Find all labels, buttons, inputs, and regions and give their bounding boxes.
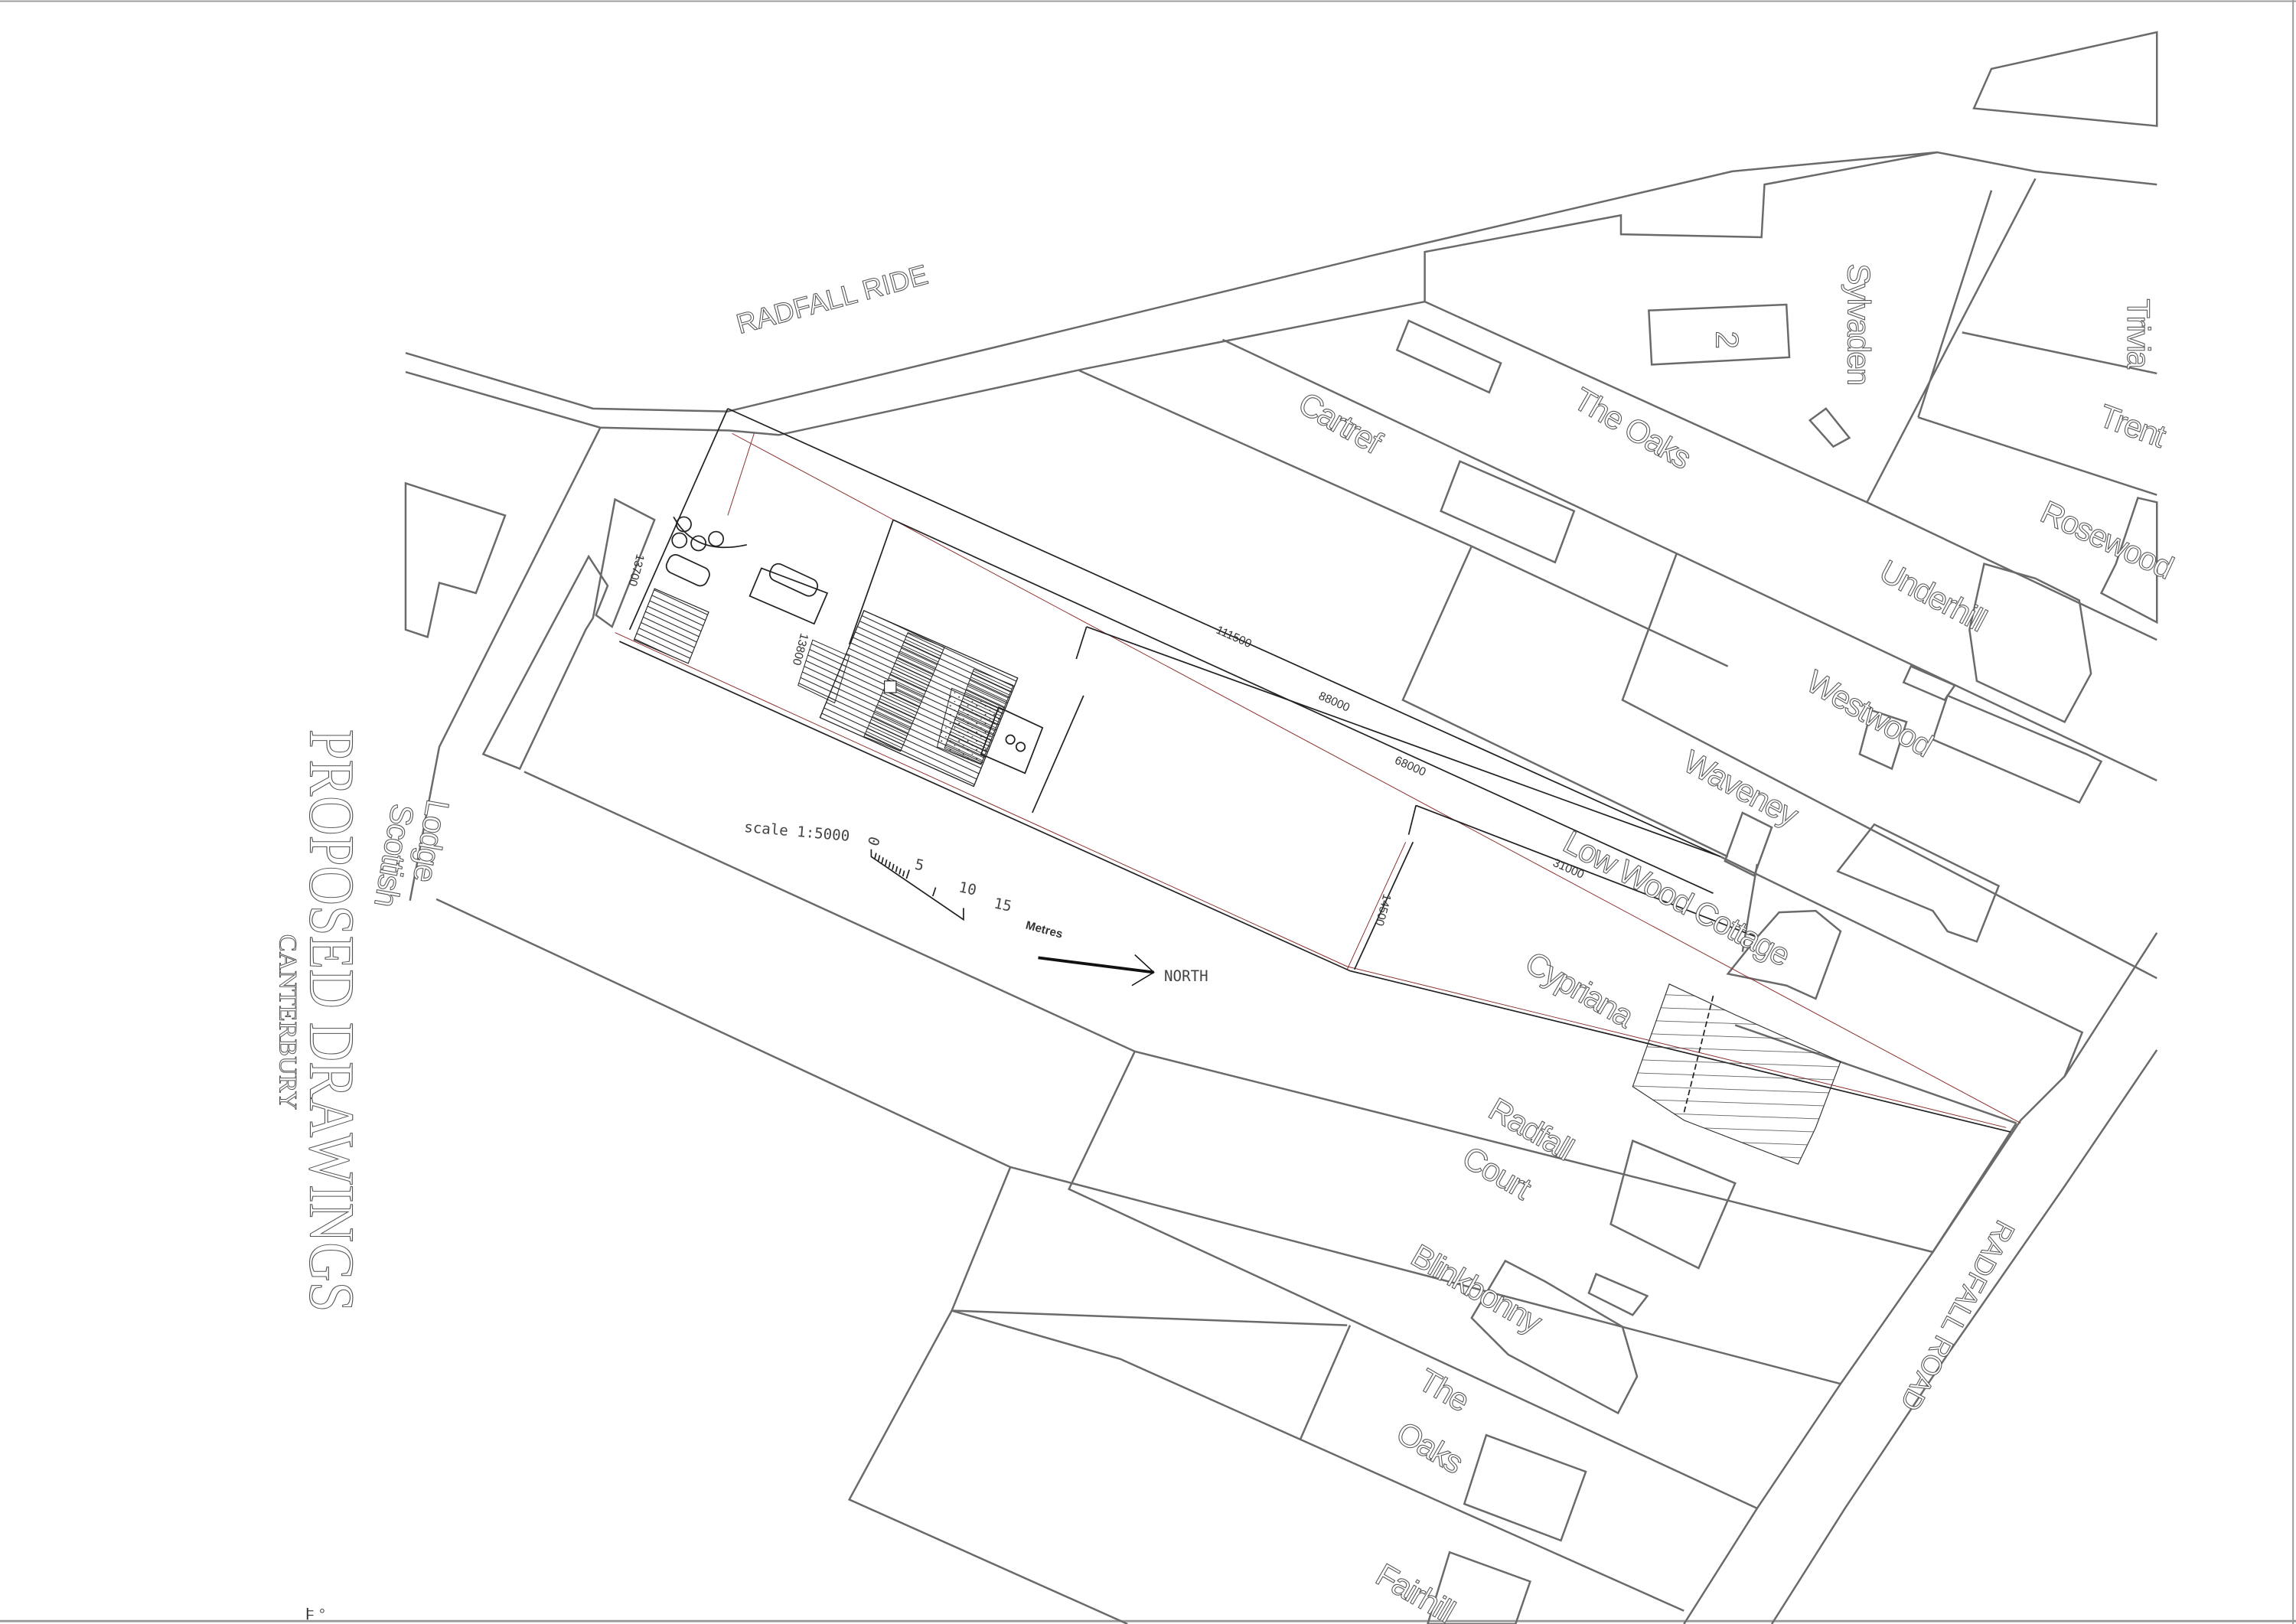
dimension-label: 88000	[1316, 690, 1352, 715]
north-label: NORTH	[1164, 967, 1208, 985]
scale-minor-tick	[874, 853, 877, 859]
drawing-location: CANTERBURY	[273, 934, 301, 1110]
property-label: The Oaks	[1567, 380, 1697, 476]
table-icon	[1015, 742, 1026, 752]
building-2	[1648, 303, 1791, 366]
scale-minor-tick	[881, 857, 884, 864]
site-boundary	[615, 408, 2021, 1133]
tree-icon	[676, 516, 692, 533]
patio-area	[936, 687, 1004, 765]
road-label-radfall-ride: RADFALL RIDE	[733, 259, 931, 340]
scale-bar: 0 5 10 15 Metres scale 1:5000	[744, 818, 1065, 941]
scale-unit: Metres	[1024, 919, 1064, 941]
property-label: Low Wood Cottage	[1557, 823, 1795, 973]
property-label: Sylvaden	[1841, 263, 1877, 384]
radfall-ride-road-lines	[405, 31, 2158, 436]
car-icon	[665, 554, 710, 587]
proposed-site-layout	[633, 516, 1841, 1165]
dimension-label: 111500	[1214, 624, 1253, 651]
car-icon	[768, 563, 819, 597]
hatched-area	[1632, 983, 1841, 1165]
property-label: Trent	[2095, 397, 2171, 455]
scale-label: scale 1:5000	[744, 818, 851, 845]
scale-minor-tick	[888, 861, 892, 868]
drawing-title-block: PROPOSED DRAWINGS CANTERBURY	[273, 729, 367, 1313]
property-label: Trivia	[2121, 298, 2157, 369]
north-arrow: NORTH	[1038, 954, 1208, 986]
dimension-labels: 111500 88000 68000 31000 14500 13700 138…	[625, 553, 1586, 927]
chair-icon	[1005, 734, 1016, 745]
buildings	[404, 303, 2158, 1624]
property-label: The	[1413, 1361, 1476, 1418]
dimension-label: 13700	[625, 553, 646, 587]
property-label: Westwood	[1801, 663, 1939, 763]
scale-minor-tick	[884, 859, 888, 866]
scale-minor-tick	[895, 866, 899, 872]
road-label-radfall-road: RADFALL ROAD	[1894, 1215, 2020, 1416]
bottom-scale-marker	[306, 1607, 325, 1620]
property-label: Blinkbonny	[1405, 1237, 1548, 1340]
dimension-label: 68000	[1393, 754, 1428, 779]
scale-tick-label: 0	[865, 834, 885, 849]
property-label: Cartref	[1293, 385, 1388, 461]
property-label: Waveney	[1678, 743, 1804, 833]
scale-minor-tick	[902, 870, 905, 877]
parking-area	[633, 588, 709, 664]
dimension-label: 14500	[1372, 892, 1393, 927]
parcel-boundaries	[409, 178, 2157, 1624]
tree-icon	[708, 530, 725, 547]
scale-tick-label: 10	[957, 878, 978, 898]
scale-minor-tick	[892, 863, 895, 870]
scale-minor-tick	[899, 868, 902, 875]
tree-icon	[690, 535, 707, 552]
property-label: Fairhill	[1370, 1557, 1460, 1624]
map-labels: RADFALL RIDE RADFALL ROAD Cartref The Oa…	[367, 258, 2178, 1624]
tree-icon	[671, 532, 688, 549]
scale-tick-label: 5	[913, 856, 925, 875]
property-label: Underhill	[1874, 553, 1991, 638]
scale-tick-label: 15	[993, 894, 1013, 915]
scale-minor-tick	[877, 855, 881, 862]
house-number: 2	[1709, 331, 1745, 347]
drawing-title: PROPOSED DRAWINGS	[296, 729, 367, 1313]
property-label: Oaks	[1391, 1414, 1469, 1480]
property-label: Cypriana	[1519, 944, 1640, 1035]
